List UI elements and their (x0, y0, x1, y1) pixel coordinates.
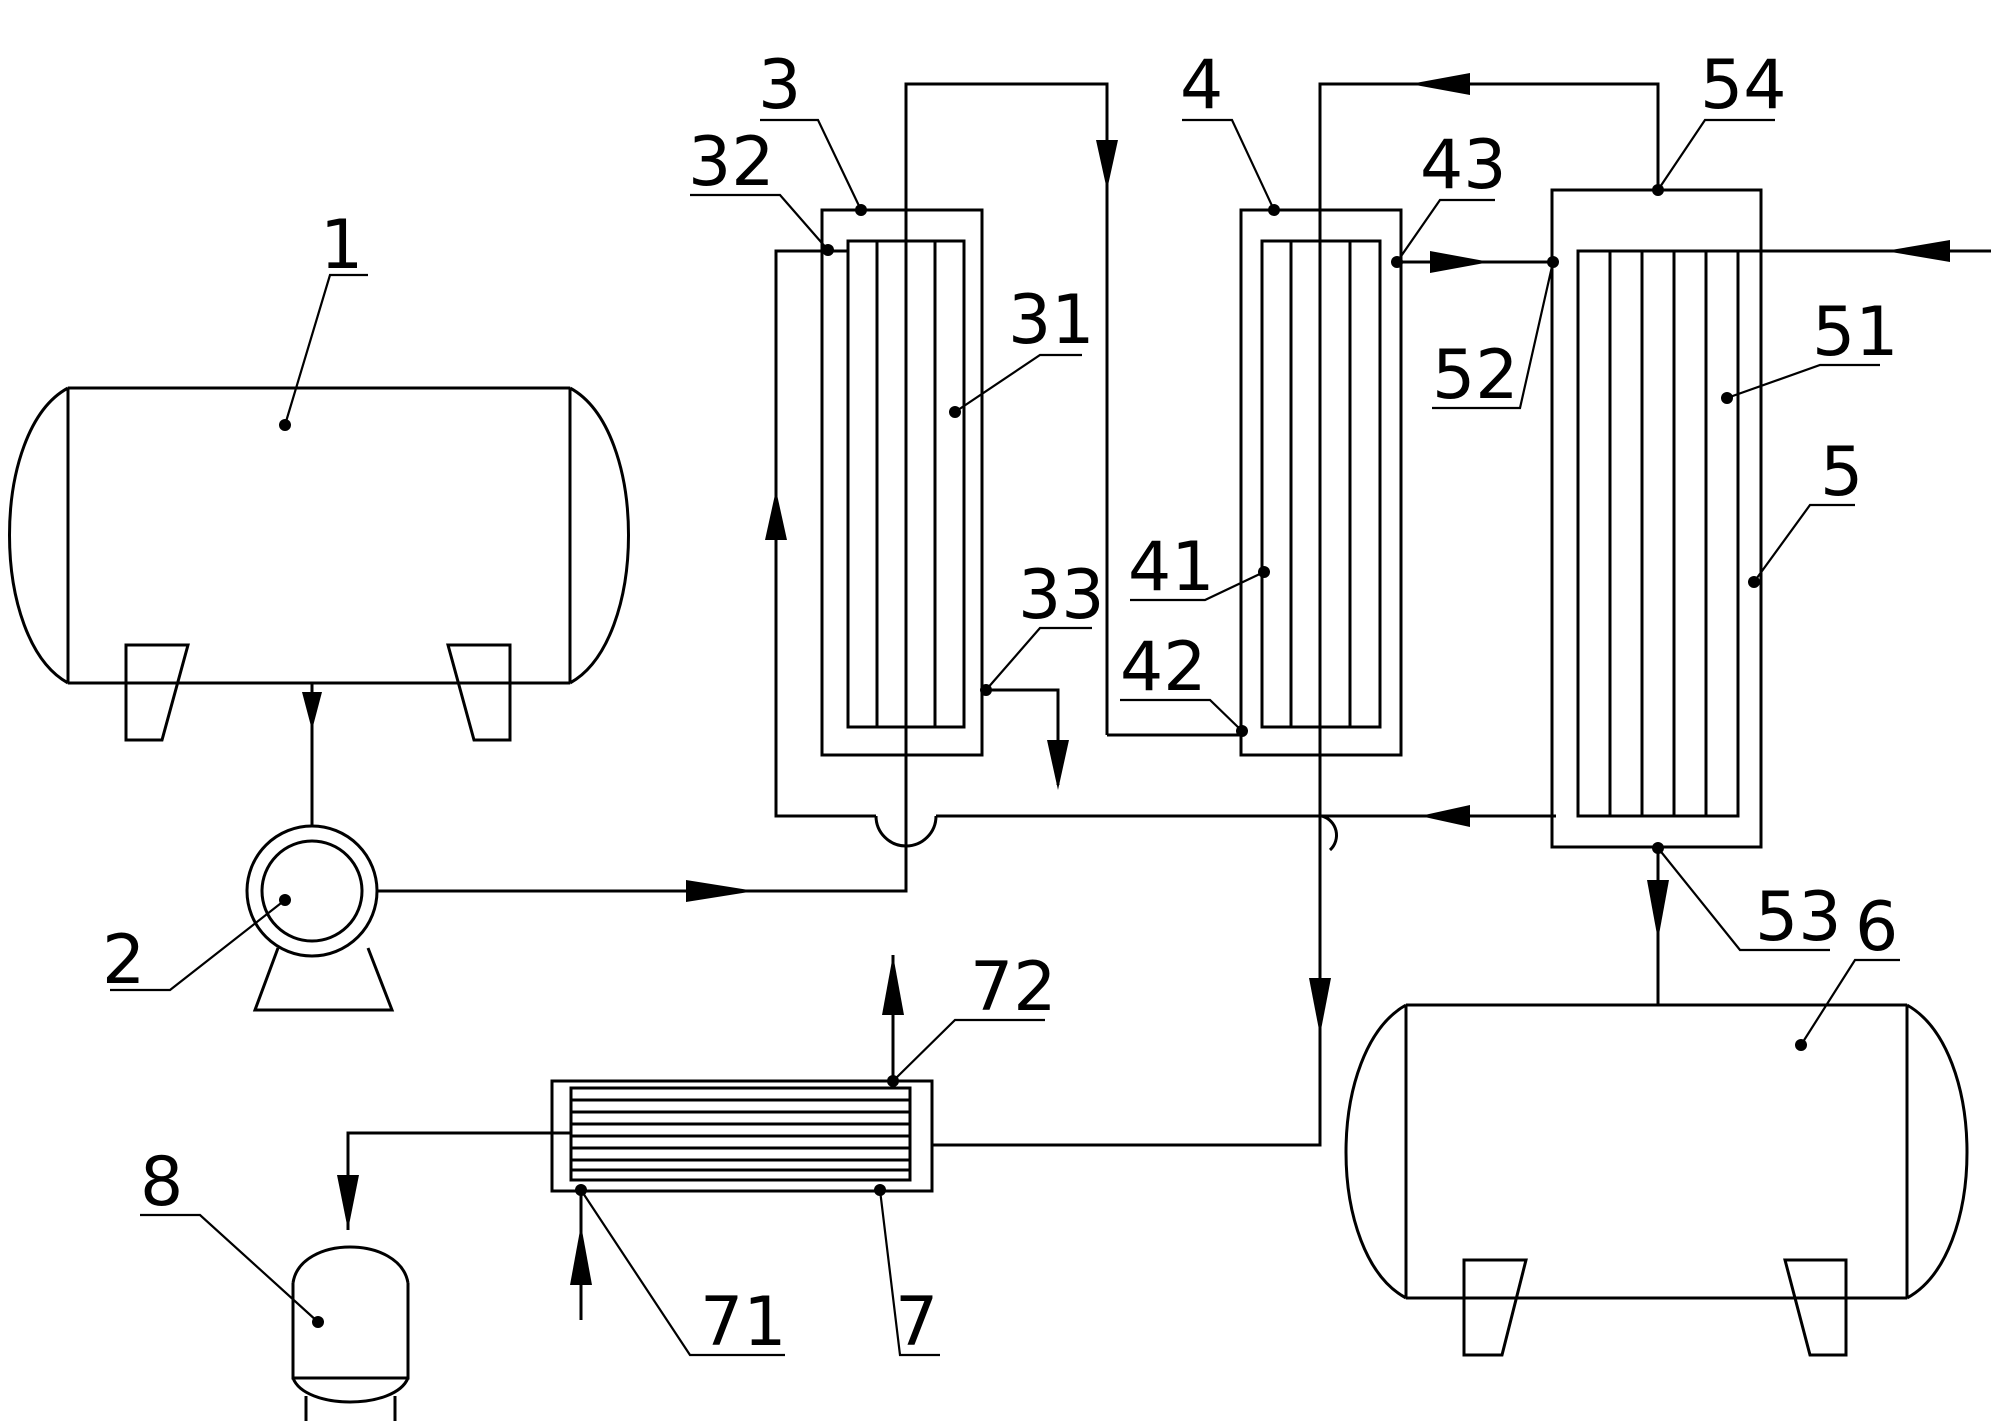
label-6: 6 (1855, 888, 1898, 967)
pipe-return-loop (765, 249, 1556, 852)
pipe-outlet-33 (982, 688, 1069, 790)
exchanger-4 (1236, 204, 1403, 757)
label-41: 41 (1128, 528, 1215, 607)
label-72: 72 (970, 948, 1057, 1027)
label-2: 2 (102, 921, 145, 1000)
pump-2 (245, 824, 395, 1012)
tank-1 (8, 386, 630, 742)
label-1: 1 (320, 206, 363, 285)
pipe-53-to-tank-6 (1647, 848, 1669, 1005)
label-42: 42 (1120, 628, 1207, 707)
exchanger-3 (820, 204, 992, 757)
label-7: 7 (895, 1283, 938, 1362)
label-31: 31 (1008, 281, 1095, 360)
pipe-inlet-71 (570, 1191, 592, 1320)
label-51: 51 (1812, 293, 1899, 372)
label-53: 53 (1755, 878, 1842, 957)
label-43: 43 (1420, 126, 1507, 205)
pipe-tank-to-pump (302, 683, 322, 826)
label-52: 52 (1432, 336, 1519, 415)
pipe-inlet-5 (1738, 240, 1991, 262)
label-8: 8 (140, 1143, 183, 1222)
pipe-43-to-52 (1401, 251, 1552, 273)
exchanger-7 (550, 1075, 934, 1196)
pipe-pump-outlet (377, 82, 1118, 902)
pipe-7-to-8 (337, 1131, 571, 1230)
label-71: 71 (700, 1283, 787, 1362)
label-32: 32 (688, 123, 775, 202)
pipe-outlet-72 (882, 955, 904, 1081)
label-33: 33 (1018, 556, 1105, 635)
label-5: 5 (1820, 433, 1863, 512)
pipe-4-to-7 (932, 727, 1331, 1147)
reference-labels: 1 2 3 32 31 33 4 43 41 42 54 52 51 5 53 … (102, 46, 1899, 1362)
vessel-8 (291, 1245, 410, 1421)
label-54: 54 (1700, 46, 1787, 125)
tank-6 (1344, 1003, 1969, 1357)
label-3: 3 (758, 46, 801, 125)
leader-lines (110, 118, 1900, 1357)
label-4: 4 (1180, 46, 1223, 125)
pipe-top-54 (1318, 73, 1660, 241)
exchanger-5 (1547, 184, 1763, 854)
